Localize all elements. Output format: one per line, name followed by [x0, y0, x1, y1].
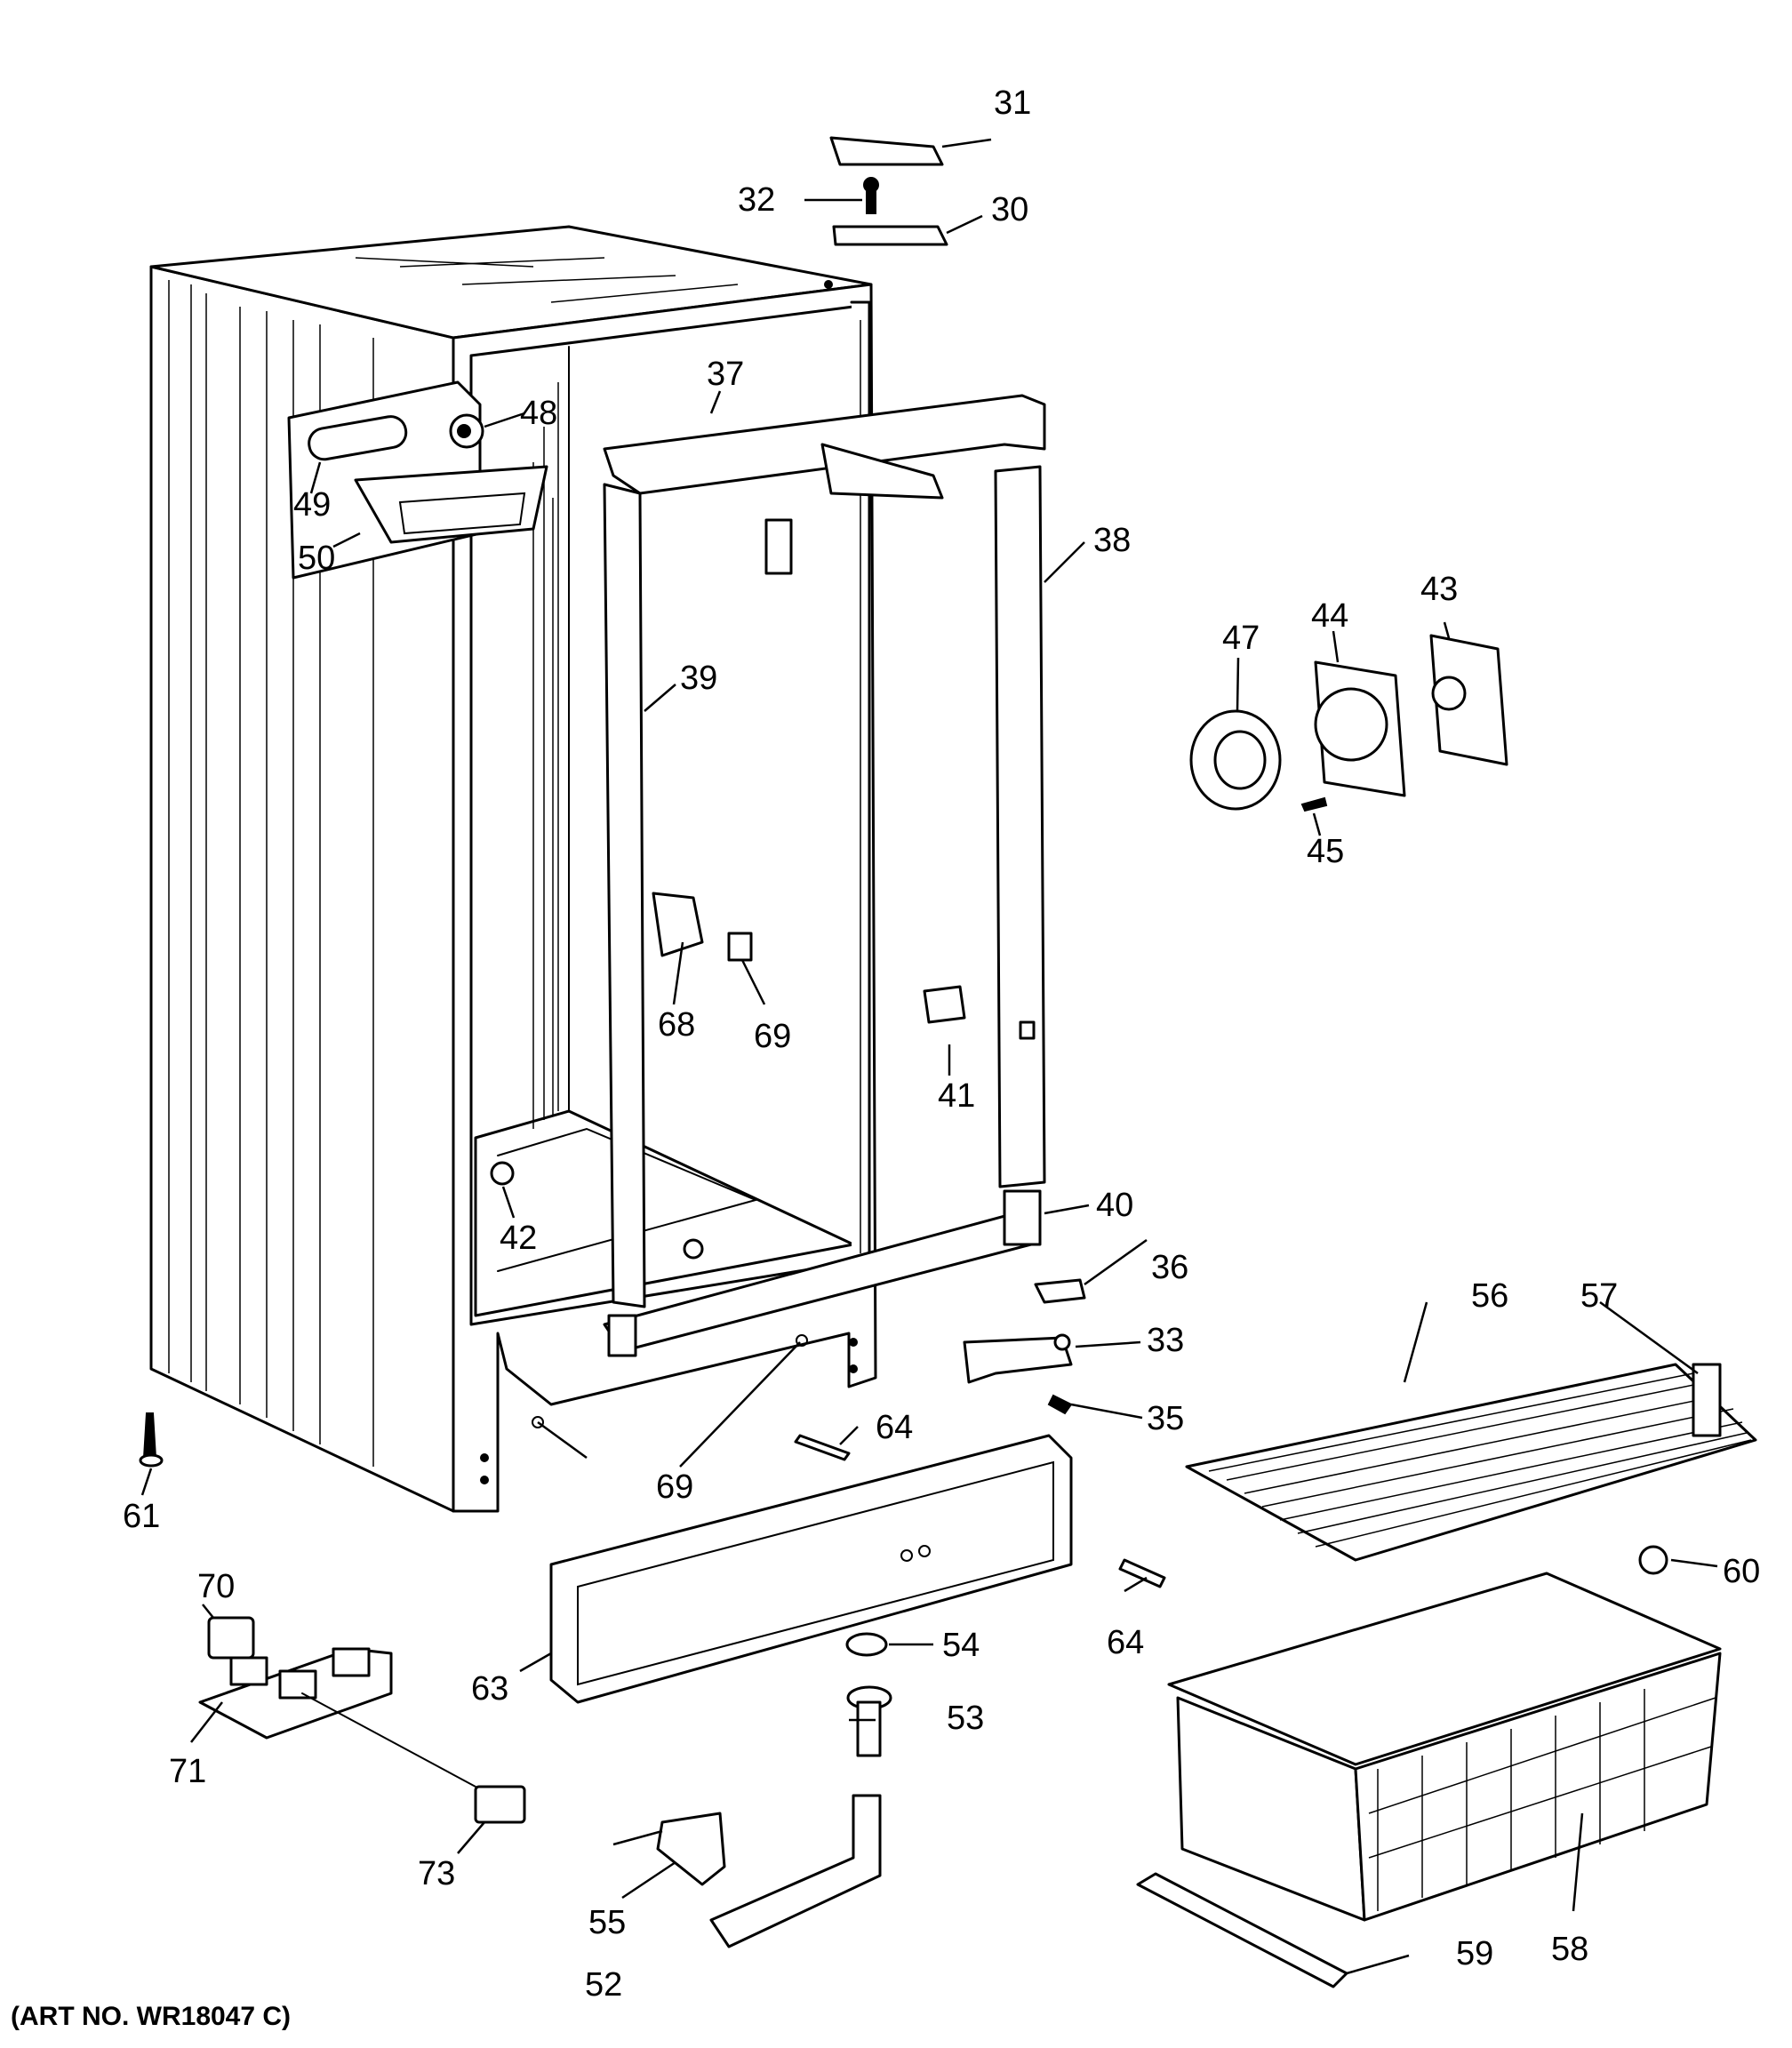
callout-63: 63 — [471, 1670, 508, 1708]
callout-59: 59 — [1456, 1935, 1493, 1972]
callout-69-upper: 69 — [754, 1018, 791, 1055]
pin-64-upper — [794, 1434, 851, 1461]
callout-48: 48 — [520, 395, 557, 432]
callout-45: 45 — [1307, 833, 1344, 870]
side-bracket-panel — [287, 380, 548, 580]
hinge-parts — [820, 136, 948, 500]
callout-71: 71 — [169, 1753, 206, 1790]
latch-parts — [490, 892, 966, 1186]
callout-32: 32 — [738, 181, 775, 219]
callout-64-lower: 64 — [1107, 1624, 1144, 1661]
callout-58: 58 — [1551, 1931, 1588, 1968]
callout-54: 54 — [942, 1627, 980, 1664]
callout-37: 37 — [707, 356, 744, 393]
callout-40: 40 — [1096, 1187, 1133, 1224]
callout-35: 35 — [1147, 1400, 1184, 1437]
callout-44: 44 — [1311, 597, 1348, 635]
callout-69-lower: 69 — [656, 1468, 693, 1506]
cabinet — [149, 225, 877, 1513]
callout-56: 56 — [1471, 1277, 1508, 1315]
callout-52: 52 — [585, 1966, 622, 2004]
callout-73: 73 — [418, 1855, 455, 1892]
callout-50: 50 — [298, 540, 335, 577]
callout-31: 31 — [994, 84, 1031, 122]
thermostat-group — [1189, 634, 1508, 812]
callout-53: 53 — [947, 1700, 984, 1737]
art-number: (ART NO. WR18047 C) — [11, 2002, 292, 2031]
callout-70: 70 — [197, 1568, 235, 1605]
pin-64-lower — [1118, 1558, 1166, 1588]
door-gasket-frame — [603, 394, 1046, 1357]
callout-42: 42 — [500, 1220, 537, 1257]
leader-lines — [140, 138, 1718, 1975]
callout-39: 39 — [680, 660, 717, 697]
callout-60: 60 — [1723, 1553, 1760, 1590]
kick-plate — [549, 1434, 1073, 1704]
callout-36: 36 — [1151, 1249, 1188, 1286]
callout-30: 30 — [991, 191, 1028, 228]
callout-41: 41 — [938, 1077, 975, 1115]
callout-33: 33 — [1147, 1322, 1184, 1359]
electrical-parts — [139, 1412, 526, 1824]
callout-38: 38 — [1093, 522, 1131, 559]
callout-47: 47 — [1222, 620, 1260, 657]
callout-49: 49 — [293, 486, 331, 524]
callout-43: 43 — [1420, 571, 1458, 608]
callout-68: 68 — [658, 1006, 695, 1044]
hinge-plate-33 — [963, 1278, 1086, 1415]
callout-61: 61 — [123, 1498, 160, 1535]
callout-64-upper: 64 — [876, 1409, 913, 1446]
wire-rack — [1185, 1363, 1757, 1562]
callout-57: 57 — [1580, 1277, 1618, 1315]
callouts: 31 32 30 37 48 49 50 38 39 43 44 47 45 6… — [123, 84, 1760, 2004]
basket — [1136, 1545, 1722, 1988]
drain-assembly — [656, 1632, 892, 1948]
callout-55: 55 — [588, 1904, 626, 1941]
